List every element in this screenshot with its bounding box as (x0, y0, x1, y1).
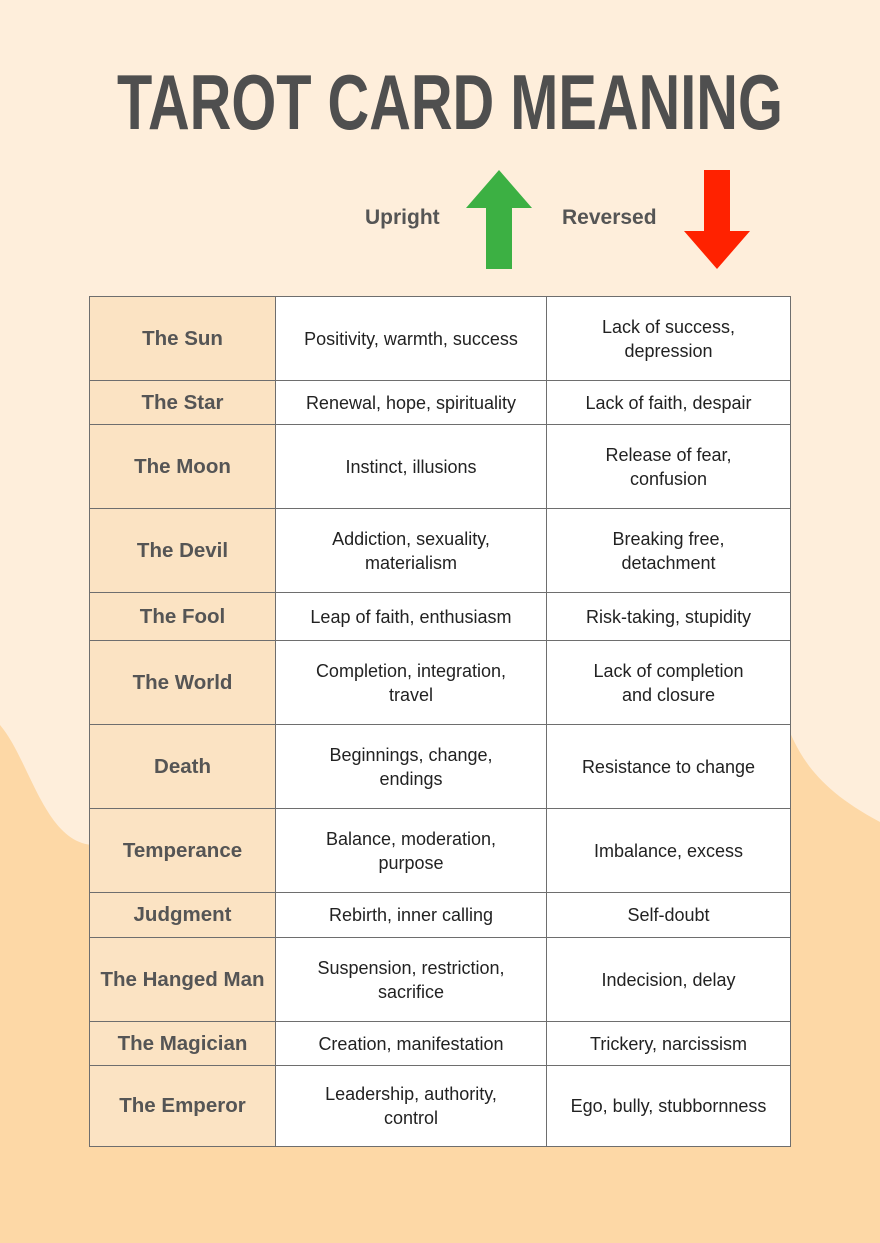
upright-meaning-cell: Balance, moderation, purpose (275, 808, 547, 893)
card-name-cell: The Magician (89, 1021, 276, 1066)
reversed-meaning-cell: Breaking free, detachment (546, 508, 791, 593)
upright-meaning-cell: Beginnings, change, endings (275, 724, 547, 809)
card-name-cell: The Sun (89, 296, 276, 381)
card-name-cell: The Star (89, 380, 276, 425)
upright-meaning-cell: Creation, manifestation (275, 1021, 547, 1066)
reversed-meaning-cell: Lack of completion and closure (546, 640, 791, 725)
upright-meaning-cell: Suspension, restriction, sacrifice (275, 937, 547, 1022)
page-title: TAROT CARD MEANING (116, 58, 783, 146)
reversed-label: Reversed (562, 206, 657, 229)
card-name-cell: The Emperor (89, 1065, 276, 1147)
arrow-down-icon (684, 170, 750, 269)
card-name-cell: The Hanged Man (89, 937, 276, 1022)
reversed-meaning-cell: Self-doubt (546, 892, 791, 938)
card-name-cell: The Fool (89, 592, 276, 641)
reversed-meaning-cell: Resistance to change (546, 724, 791, 809)
card-name-cell: The Moon (89, 424, 276, 509)
card-name-cell: The Devil (89, 508, 276, 593)
upright-meaning-cell: Leadership, authority, control (275, 1065, 547, 1147)
reversed-meaning-cell: Lack of success, depression (546, 296, 791, 381)
arrow-up-icon (466, 170, 532, 269)
upright-meaning-cell: Completion, integration, travel (275, 640, 547, 725)
reversed-meaning-cell: Risk-taking, stupidity (546, 592, 791, 641)
upright-meaning-cell: Positivity, warmth, success (275, 296, 547, 381)
reversed-meaning-cell: Trickery, narcissism (546, 1021, 791, 1066)
upright-meaning-cell: Addiction, sexuality, materialism (275, 508, 547, 593)
card-name-cell: The World (89, 640, 276, 725)
reversed-meaning-cell: Indecision, delay (546, 937, 791, 1022)
card-name-cell: Death (89, 724, 276, 809)
upright-label: Upright (365, 206, 440, 229)
reversed-meaning-cell: Release of fear, confusion (546, 424, 791, 509)
card-name-cell: Temperance (89, 808, 276, 893)
card-name-cell: Judgment (89, 892, 276, 938)
reversed-meaning-cell: Imbalance, excess (546, 808, 791, 893)
upright-meaning-cell: Instinct, illusions (275, 424, 547, 509)
reversed-meaning-cell: Lack of faith, despair (546, 380, 791, 425)
reversed-meaning-cell: Ego, bully, stubbornness (546, 1065, 791, 1147)
upright-meaning-cell: Rebirth, inner calling (275, 892, 547, 938)
upright-meaning-cell: Renewal, hope, spirituality (275, 380, 547, 425)
upright-meaning-cell: Leap of faith, enthusiasm (275, 592, 547, 641)
